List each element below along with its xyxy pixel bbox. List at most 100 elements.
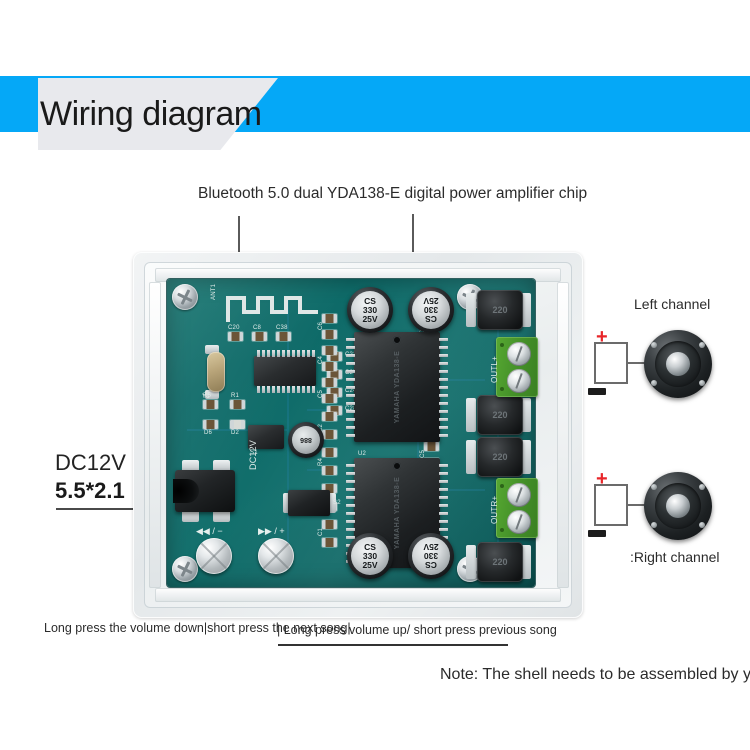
ic-pin1-notch <box>393 336 401 344</box>
inductor-pad <box>466 398 476 432</box>
inductor-pad <box>466 293 476 327</box>
silkscreen-c24: C24 <box>345 388 357 394</box>
dc-underline <box>56 508 166 510</box>
smd-r1 <box>230 400 245 409</box>
silkscreen-c38: C38 <box>276 325 288 331</box>
left-wire-top <box>594 342 628 344</box>
label-left-channel: Left channel <box>634 296 711 312</box>
left-speaker <box>644 330 712 398</box>
button-prev-marking: ◀◀ / − <box>196 526 223 536</box>
amplifier-ic-u1: YAMAHA YDA138-E <box>354 332 440 442</box>
dc-jack-pad-br <box>213 510 230 522</box>
tantalum-capacitor: 886 <box>288 422 324 458</box>
dc-power-label: DC12V <box>55 450 126 475</box>
volume-up-underline <box>278 644 508 646</box>
label-volume-up-function: | Long press volume up/ short press prev… <box>277 623 557 637</box>
silkscreen-d2: D2 <box>231 430 240 436</box>
right-speaker <box>644 472 712 540</box>
terminal-screw-negative[interactable] <box>507 510 531 534</box>
silkscreen-s2: S2 <box>333 500 341 506</box>
output-inductor-1: 220 <box>477 290 523 330</box>
case-rail-bottom <box>155 588 561 602</box>
electrolytic-cap-bottom-right: CS 330 25V <box>408 533 454 579</box>
silkscreen-outl: OUTL+ <box>490 355 499 383</box>
case-rail-left <box>149 282 161 588</box>
silkscreen-outr: OUTR+ <box>490 495 499 524</box>
silkscreen-y1: Y1 <box>202 394 210 400</box>
case-rail-top <box>155 268 561 282</box>
electrolytic-cap-top-right: CS 330 25V <box>408 287 454 333</box>
electrolytic-cap-top-left: CS 330 25V <box>347 287 393 333</box>
speaker-terminal-left[interactable] <box>496 337 538 397</box>
volume-up-button[interactable] <box>258 538 294 574</box>
dc-jack-pad-tl <box>182 460 199 472</box>
dc-power-jack[interactable] <box>173 470 235 512</box>
inductor-pad <box>521 545 531 579</box>
terminal-screw-positive[interactable] <box>507 342 531 366</box>
speaker-terminal-right[interactable] <box>496 478 538 538</box>
output-inductor-3: 220 <box>477 437 523 477</box>
inductor-pad <box>521 440 531 474</box>
smd-c27 <box>327 370 342 379</box>
button-next-marking: ▶▶ / + <box>258 526 285 536</box>
right-wire-bottom <box>594 524 628 526</box>
silkscreen-r1: R1 <box>231 393 240 399</box>
smd-r5 <box>203 400 218 409</box>
left-polarity-minus <box>588 388 606 395</box>
silkscreen-dc12v: DC12V <box>248 439 258 470</box>
smd-c28 <box>327 406 342 415</box>
right-polarity-plus: + <box>596 468 608 490</box>
right-wire-vertical <box>594 484 596 526</box>
label-volume-down-function: Long press the volume down|short press t… <box>44 621 351 635</box>
output-inductor-2: 220 <box>477 395 523 435</box>
smd-d6 <box>203 420 218 429</box>
smd-c20 <box>228 332 243 341</box>
silkscreen-antenna-label: ANT1 <box>211 283 217 300</box>
smd-c23 <box>327 352 342 361</box>
inductor-pad <box>521 398 531 432</box>
inductor-pad <box>466 440 476 474</box>
dc-power-spec: 5.5*2.1 <box>55 478 125 503</box>
bluetooth-module-ic <box>254 356 316 386</box>
right-polarity-minus <box>588 530 606 537</box>
left-wire-bottom <box>594 382 628 384</box>
regulator-ic <box>248 425 284 449</box>
silkscreen-s1: S1 <box>250 450 258 456</box>
leader-line-case <box>238 216 240 252</box>
smd-c24 <box>327 388 342 397</box>
dc-jack-pad-bl <box>182 510 199 522</box>
ic-pin1-notch <box>393 462 401 470</box>
mounting-screw-bottom-left <box>172 556 198 582</box>
left-wire-vertical <box>594 342 596 384</box>
silkscreen-c20: C20 <box>228 325 240 331</box>
assembly-note: Note: The shell needs to be assembled by… <box>440 666 750 683</box>
crystal-pad-top <box>205 345 219 354</box>
pcb-trace <box>187 429 287 431</box>
dc-jack-pad-tr <box>213 460 230 472</box>
schottky-diode <box>288 490 330 516</box>
volume-down-button[interactable] <box>196 538 232 574</box>
silkscreen-c28: C28 <box>345 406 357 412</box>
crystal-oscillator <box>207 352 225 392</box>
left-wire-to-speaker <box>626 362 646 364</box>
smd-d2 <box>230 420 245 429</box>
crystal-pad-bottom <box>205 390 219 399</box>
label-right-channel: :Right channel <box>630 549 720 565</box>
dc-jack-socket[interactable] <box>173 479 199 503</box>
silkscreen-d6: D6 <box>204 430 213 436</box>
mounting-screw-top-left <box>172 284 198 310</box>
smd-c38 <box>276 332 291 341</box>
smd-c8 <box>252 332 267 341</box>
pcb-trace <box>419 379 485 381</box>
callout-amplifier-chip: Bluetooth 5.0 dual YDA138-E digital powe… <box>198 185 588 202</box>
left-polarity-plus: + <box>596 326 608 348</box>
silkscreen-c8: C8 <box>253 325 262 331</box>
terminal-screw-negative[interactable] <box>507 369 531 393</box>
inductor-pad <box>521 293 531 327</box>
silkscreen-r5: R5 <box>203 393 212 399</box>
terminal-screw-positive[interactable] <box>507 483 531 507</box>
pcb-trace <box>307 409 337 411</box>
silkscreen-u2: U2 <box>358 451 367 457</box>
right-wire-to-speaker <box>626 504 646 506</box>
